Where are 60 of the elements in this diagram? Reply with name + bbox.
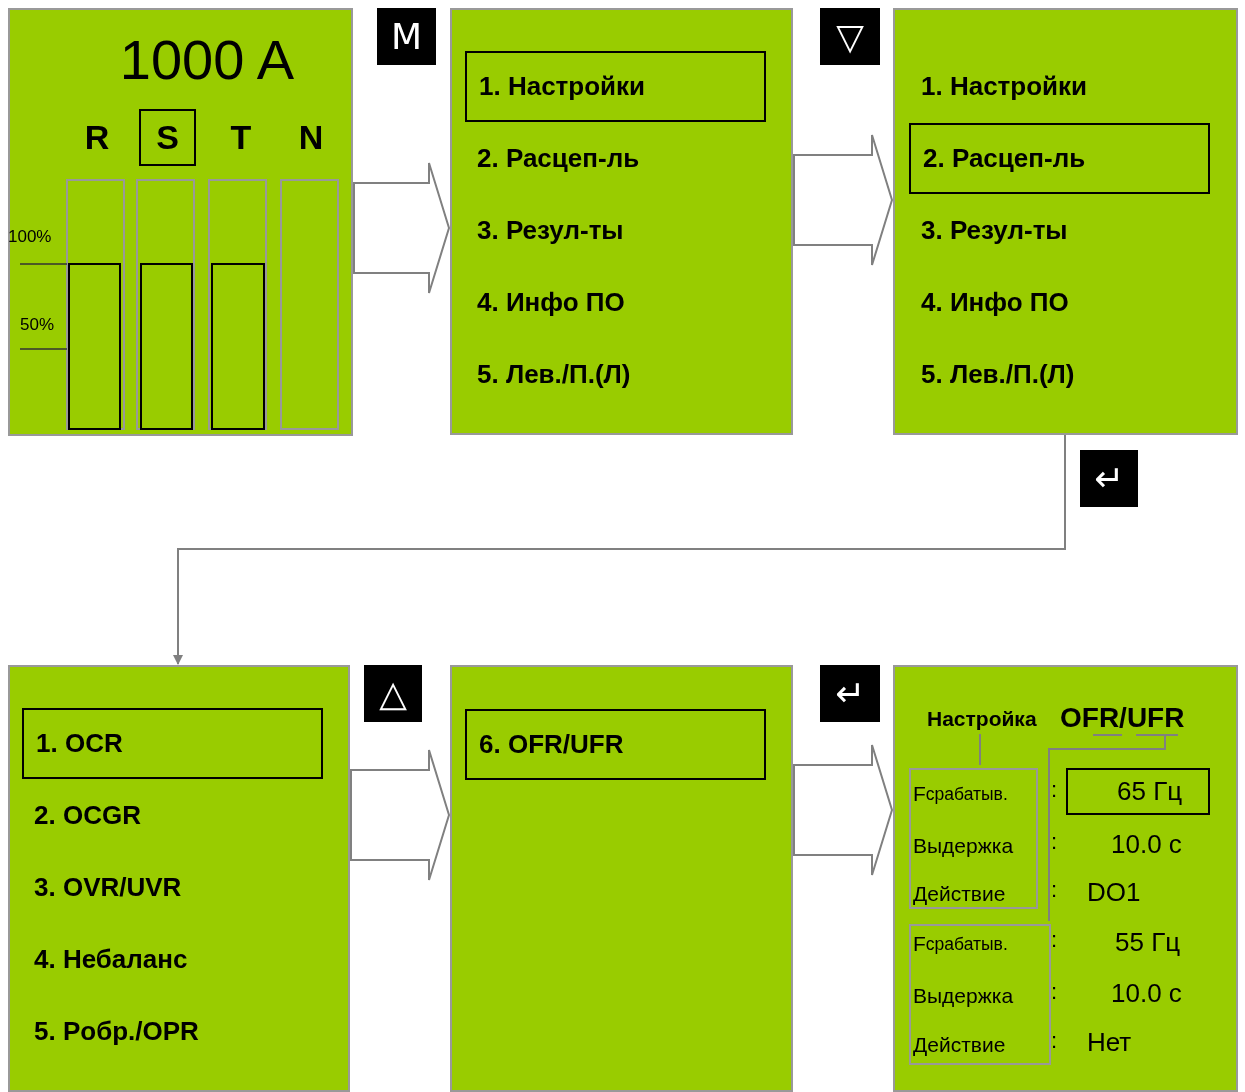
scale-label: 50% (20, 314, 56, 336)
lcd-screen (8, 665, 350, 1092)
parameter-value: Нет (1066, 1020, 1210, 1064)
key-label: M (377, 8, 436, 65)
phase-label: R (78, 114, 116, 160)
lcd-screen (450, 8, 793, 435)
screen-heading: OFR/UFR (1060, 699, 1190, 737)
block-arrow (353, 162, 451, 294)
parameter-group-frame (909, 768, 1038, 909)
selected-menu-item: 65 Гц (1066, 768, 1210, 815)
block-arrow (793, 744, 894, 876)
lcd-screen (8, 8, 353, 436)
lcd-screen (450, 665, 793, 1092)
separator-colon: : (1051, 926, 1059, 954)
parameter-name: Выдержка (913, 826, 1038, 866)
separator-colon: : (1051, 1027, 1059, 1055)
lcd-screen (893, 665, 1238, 1092)
selected-menu-item: 1. Настройки (465, 51, 766, 122)
bracket-line (979, 733, 981, 766)
key-label: ↵ (1080, 450, 1138, 507)
menu-item: 1. Настройки (909, 51, 1210, 122)
separator-colon: : (1051, 828, 1059, 856)
menu-item: 5. Лев./П.(Л) (909, 339, 1210, 410)
block-arrow (350, 749, 451, 881)
lcd-screen (893, 8, 1238, 435)
parameter-value: 10.0 с (1066, 971, 1210, 1015)
separator-colon: : (1051, 978, 1059, 1006)
menu-item: 3. Резул-ты (909, 195, 1210, 266)
menu-item: 3. Резул-ты (465, 195, 766, 266)
block-arrow (793, 134, 894, 266)
parameter-name: Выдержка (913, 976, 1051, 1016)
phase-label: N (292, 114, 330, 160)
menu-item: 2. OCGR (22, 780, 323, 851)
current-reading: 1000 A (92, 27, 322, 92)
menu-item: 4. Инфо ПО (465, 267, 766, 338)
arrow (173, 434, 1066, 665)
parameter-name: Действие (913, 1025, 1051, 1065)
screen-heading: Настройка (927, 702, 1055, 736)
menu-item: 5. Лев./П.(Л) (465, 339, 766, 410)
selected-menu-item: 6. OFR/UFR (465, 709, 766, 780)
menu-item: 4. Небаланс (22, 924, 323, 995)
selected-phase-label: S (139, 109, 196, 166)
parameter-group-frame (909, 924, 1051, 1065)
selected-menu-item: 2. Расцеп-ль (909, 123, 1210, 194)
parameter-value: 55 Гц (1066, 919, 1210, 965)
separator-colon: : (1051, 776, 1059, 804)
key-label: ↵ (820, 665, 880, 722)
bracket-line (1048, 734, 1179, 922)
parameter-value: DO1 (1066, 870, 1210, 914)
phase-label: T (222, 114, 260, 160)
menu-item: 3. OVR/UVR (22, 852, 323, 923)
selected-menu-item: 1. OCR (22, 708, 323, 779)
menu-item: 5. Pобр./OPR (22, 996, 323, 1067)
menu-item: 4. Инфо ПО (909, 267, 1210, 338)
key-label: △ (364, 665, 422, 722)
menu-item: 2. Расцеп-ль (465, 123, 766, 194)
parameter-name: Действие (913, 874, 1038, 914)
parameter-value: 10.0 с (1066, 822, 1210, 866)
separator-colon: : (1051, 876, 1059, 904)
key-label: ▽ (820, 8, 880, 65)
